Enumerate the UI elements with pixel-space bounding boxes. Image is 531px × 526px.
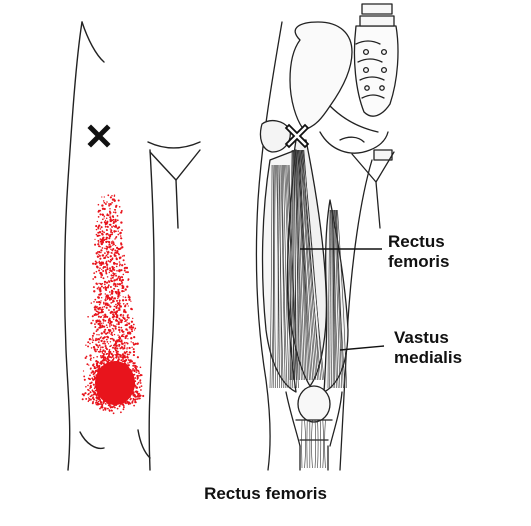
figure-caption: Rectus femoris bbox=[204, 484, 327, 503]
vastus-medialis-label-line1: Vastus bbox=[394, 328, 449, 347]
referred-pain-pattern bbox=[81, 194, 145, 415]
rectus-femoris-label-line2: femoris bbox=[388, 252, 450, 271]
x-mark-icon bbox=[87, 124, 111, 148]
vastus-medialis-label: Vastus medialis bbox=[394, 328, 462, 368]
x-mark-icon bbox=[284, 123, 310, 149]
left-thigh-illustration bbox=[63, 21, 201, 471]
rectus-femoris-label: Rectus femoris bbox=[388, 232, 449, 272]
rectus-femoris-label-line1: Rectus bbox=[388, 232, 445, 251]
vastus-medialis-label-line2: medialis bbox=[394, 348, 463, 367]
muscle-fiber-hatching bbox=[269, 149, 347, 469]
vastus-medialis-leader-line bbox=[339, 345, 385, 351]
